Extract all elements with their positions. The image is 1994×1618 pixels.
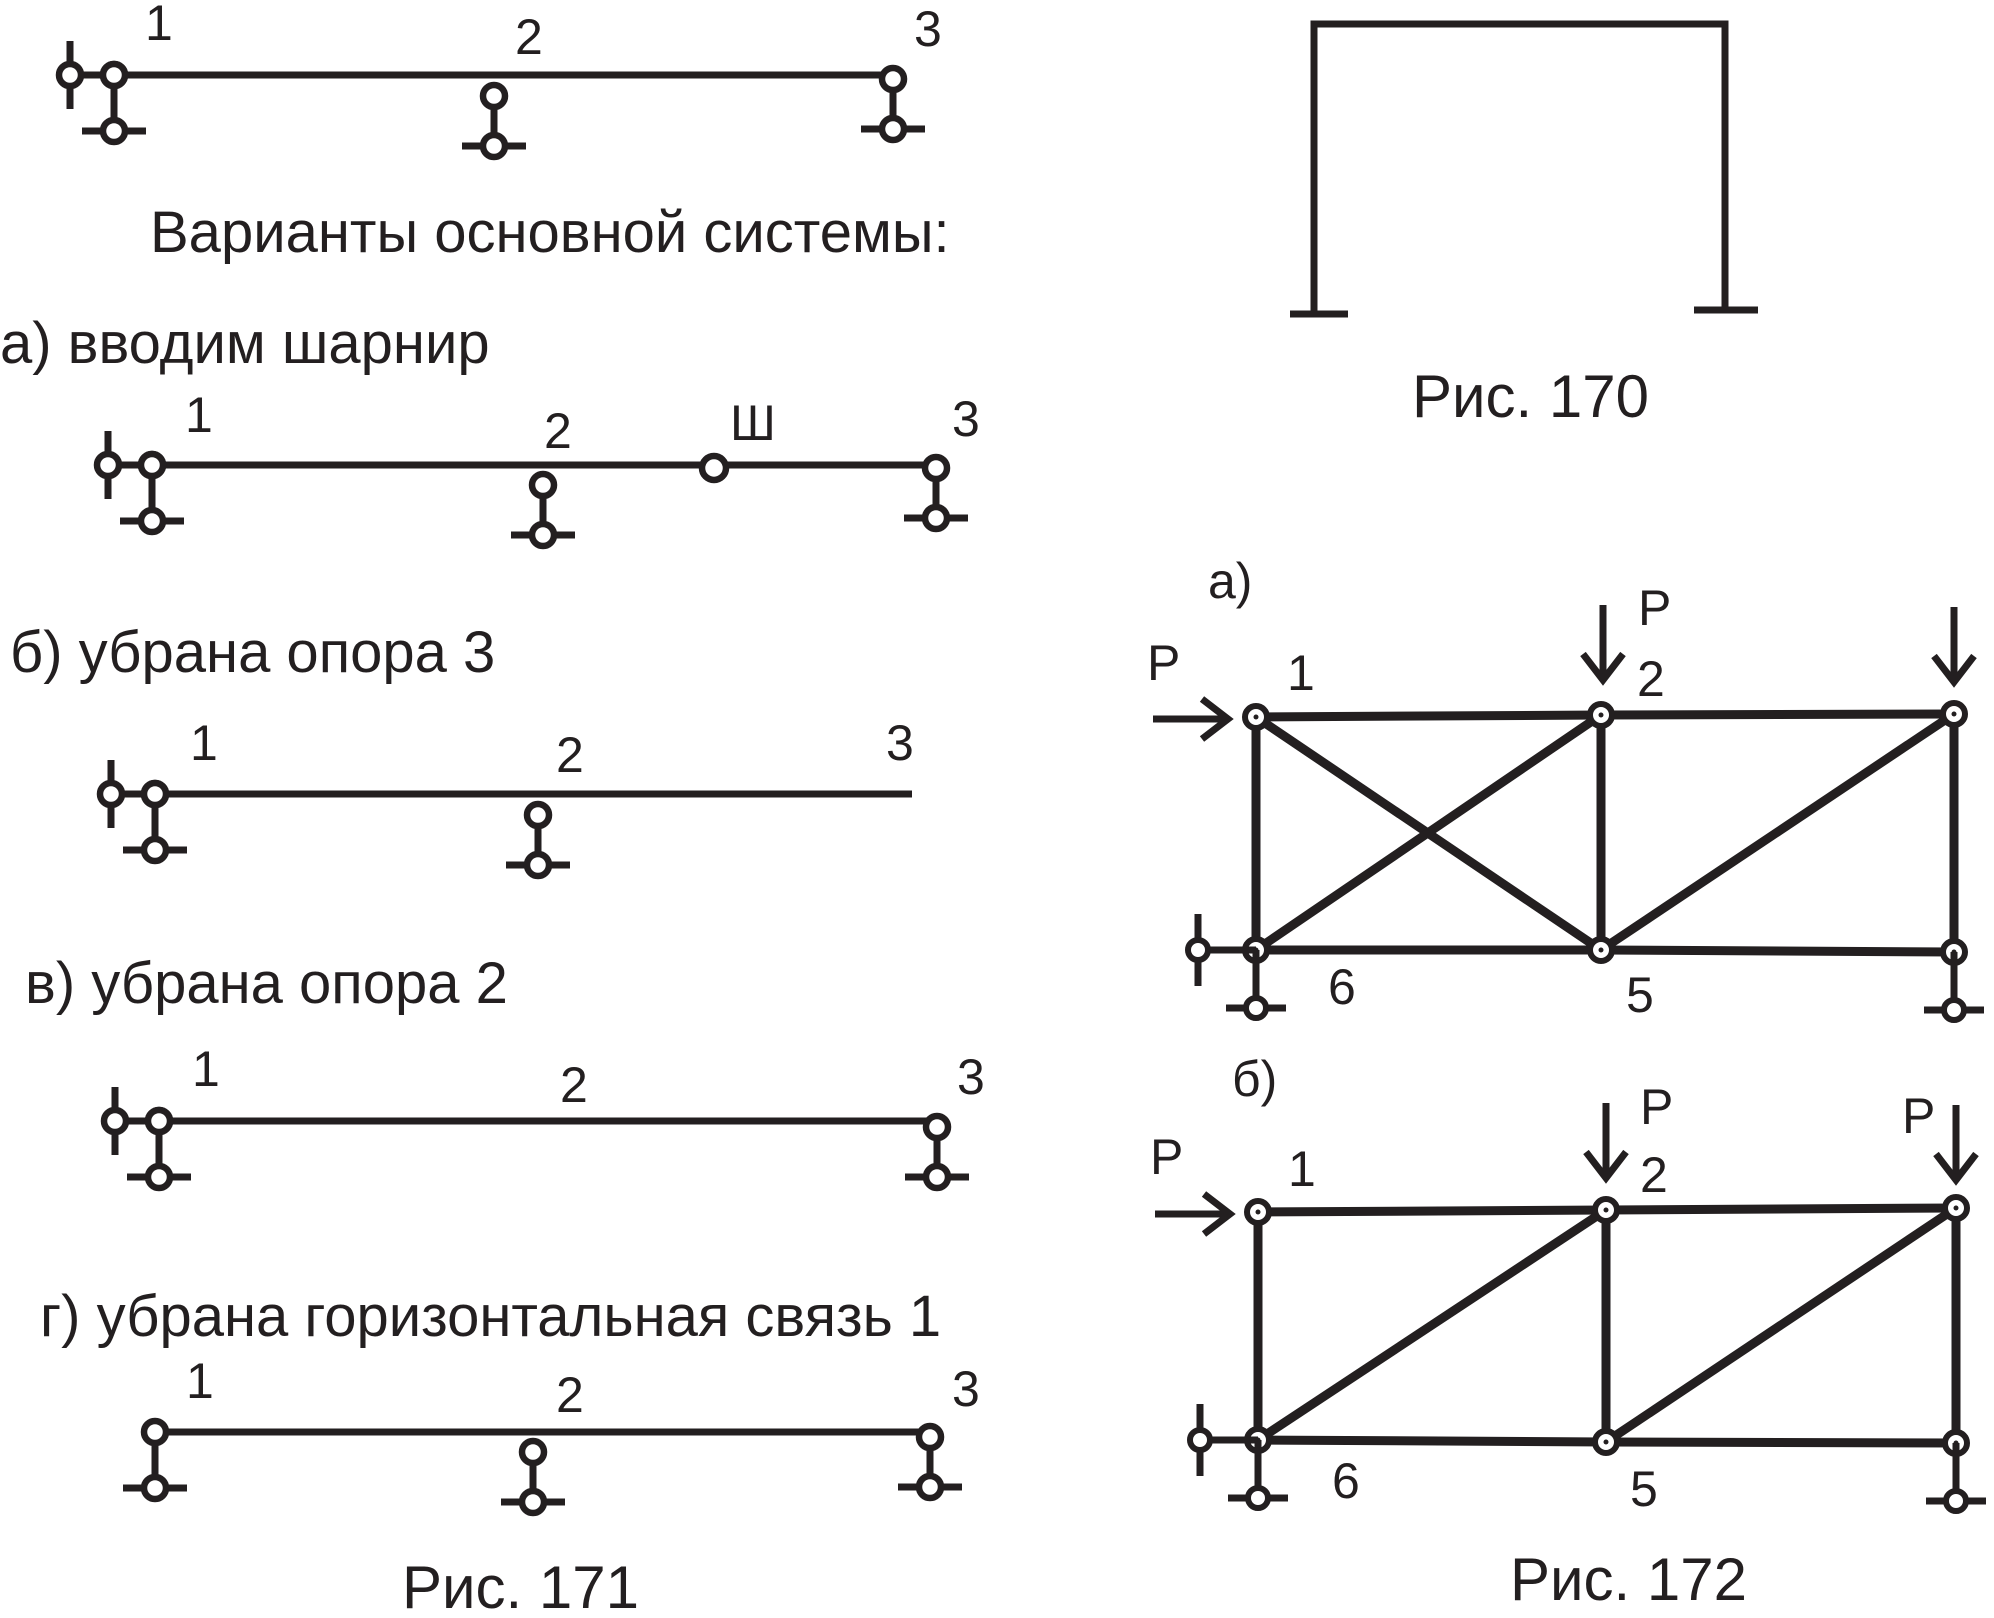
fig171-variant-g-node-3: 3 <box>952 1361 980 1417</box>
fig171-original-beam <box>59 41 925 157</box>
fig172-panel-b-label: б) <box>1232 1051 1277 1107</box>
fig172-panel-a-label: а) <box>1208 553 1252 609</box>
fig172-panel-b-truss <box>1190 1197 1986 1511</box>
fig172-panel-b-force-left <box>1155 1194 1230 1234</box>
fig171-variant-a-node-2: 2 <box>544 403 572 459</box>
fig172-panel-b-node-6: 6 <box>1332 1453 1360 1509</box>
fig171-variant-v-node-3: 3 <box>957 1049 985 1105</box>
fig170-frame <box>1290 20 1758 318</box>
fig171-variant-a-hinge-label: Ш <box>730 395 776 451</box>
fig171-variant-g-label: г) убрана горизонтальная связь 1 <box>40 1284 941 1349</box>
fig170-caption: Рис. 170 <box>1412 363 1649 430</box>
fig172-panel-b-force-right <box>1936 1105 1976 1180</box>
fig172-panel-b-node-2: 2 <box>1640 1147 1668 1203</box>
fig171-variant-b-node-3: 3 <box>886 715 914 771</box>
fig172-panel-b-force-mid <box>1586 1103 1626 1178</box>
fig172-panel-b-node-1: 1 <box>1288 1141 1316 1197</box>
fig171-variant-b-node-2: 2 <box>556 727 584 783</box>
fig172-panel-a-force-mid <box>1583 605 1623 680</box>
fig172-panel-b-force-right-label: P <box>1902 1088 1935 1144</box>
fig172-panel-b-force-mid-label: P <box>1640 1079 1673 1135</box>
fig172-panel-a-node-2: 2 <box>1637 651 1665 707</box>
fig172-panel-a-force-right <box>1934 607 1974 682</box>
fig171-caption: Рис. 171 <box>402 1554 639 1618</box>
fig171-variant-v-node-2: 2 <box>560 1057 588 1113</box>
fig171-variant-v-beam <box>104 1087 969 1188</box>
fig171-variant-b-node-1: 1 <box>190 715 218 771</box>
fig172-panel-a-force-left-label: P <box>1147 635 1180 691</box>
fig172-panel-a-node-6: 6 <box>1328 959 1356 1015</box>
fig172-panel-a-node-1: 1 <box>1287 645 1315 701</box>
fig171-variant-a-hinge <box>698 452 730 484</box>
fig172-panel-a-node-5: 5 <box>1626 967 1654 1023</box>
fig171-variant-b-beam <box>100 760 912 876</box>
fig172-panel-a-force-left <box>1153 699 1228 739</box>
fig172-panel-a-truss <box>1188 703 1984 1020</box>
fig171-original-node-3: 3 <box>914 1 942 57</box>
fig171-original-node-2: 2 <box>515 9 543 65</box>
fig171-variant-b-label: б) убрана опора 3 <box>10 620 495 685</box>
fig171-variant-a-node-3: 3 <box>952 391 980 447</box>
fig172-caption: Рис. 172 <box>1510 1546 1747 1613</box>
fig171-variant-g-node-2: 2 <box>556 1367 584 1423</box>
fig171-original-node-1: 1 <box>145 0 173 51</box>
fig171-variant-a-beam <box>97 431 968 546</box>
fig171-variant-g-node-1: 1 <box>186 1353 214 1409</box>
fig171-variant-v-label: в) убрана опора 2 <box>25 951 508 1016</box>
fig172-panel-b-force-left-label: P <box>1150 1129 1183 1185</box>
fig171-heading: Варианты основной системы: <box>150 200 950 265</box>
fig171-variant-g-beam <box>123 1421 962 1513</box>
fig171-variant-v-node-1: 1 <box>192 1041 220 1097</box>
fig172-panel-b-node-5: 5 <box>1630 1461 1658 1517</box>
fig171-variant-a-node-1: 1 <box>185 387 213 443</box>
fig172-panel-a-force-mid-label: P <box>1638 580 1671 636</box>
fig171-variant-a-label: а) вводим шарнир <box>0 311 490 376</box>
